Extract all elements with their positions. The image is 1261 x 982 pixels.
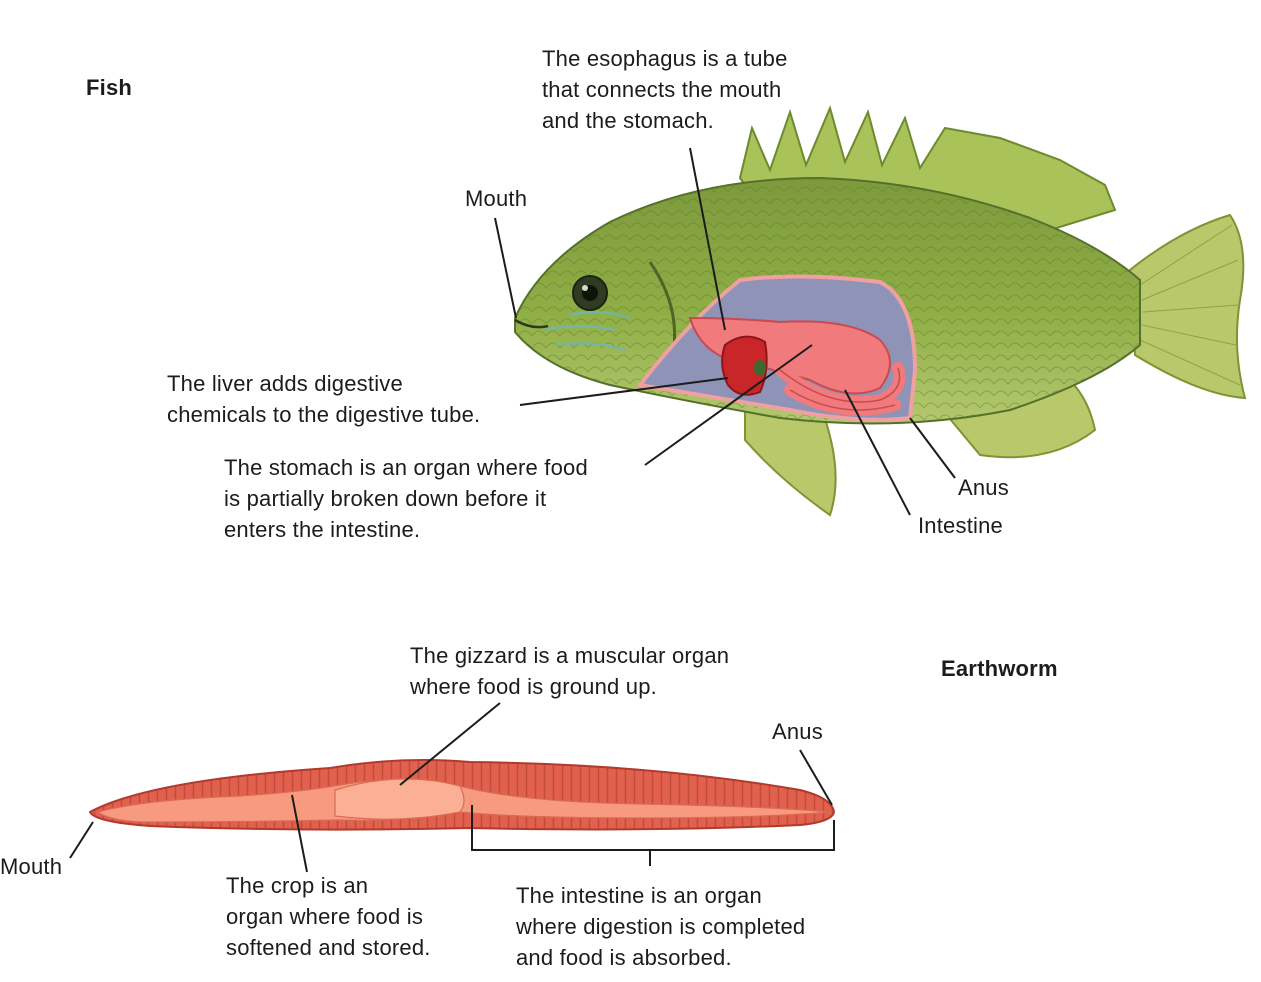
fish-esophagus-label: The esophagus is a tube that connects th…	[542, 46, 788, 133]
earthworm-mouth-label: Mouth	[0, 854, 63, 879]
fish-mouth	[514, 318, 549, 329]
fish-stomach-label: The stomach is an organ where food is pa…	[224, 455, 588, 542]
earthworm-intestine-label: The intestine is an organ where digestio…	[516, 883, 806, 970]
fish-leader-lines	[494, 147, 956, 516]
fish-illustration	[514, 104, 1247, 517]
fish-title: Fish	[86, 75, 133, 100]
fish-pelvic-fin	[744, 403, 837, 517]
fish-liver-label: The liver adds digestive chemicals to th…	[167, 371, 481, 427]
fish-tail-fin	[1128, 213, 1247, 400]
fish-mouth-label: Mouth	[465, 186, 528, 211]
fish-liver	[721, 335, 768, 396]
earthworm-crop-label: The crop is an organ where food is softe…	[226, 873, 431, 960]
earthworm-anus-label: Anus	[772, 719, 823, 744]
earthworm-gizzard	[334, 778, 465, 820]
earthworm-illustration	[88, 759, 836, 831]
earthworm-leader-lines	[69, 702, 835, 873]
fish-intestine-label: Intestine	[918, 513, 1003, 538]
fish-anus-label: Anus	[958, 475, 1009, 500]
intestine-bracket	[471, 805, 835, 851]
earthworm-gizzard-label: The gizzard is a muscular organ where fo…	[410, 643, 730, 699]
earthworm-title: Earthworm	[941, 656, 1058, 681]
